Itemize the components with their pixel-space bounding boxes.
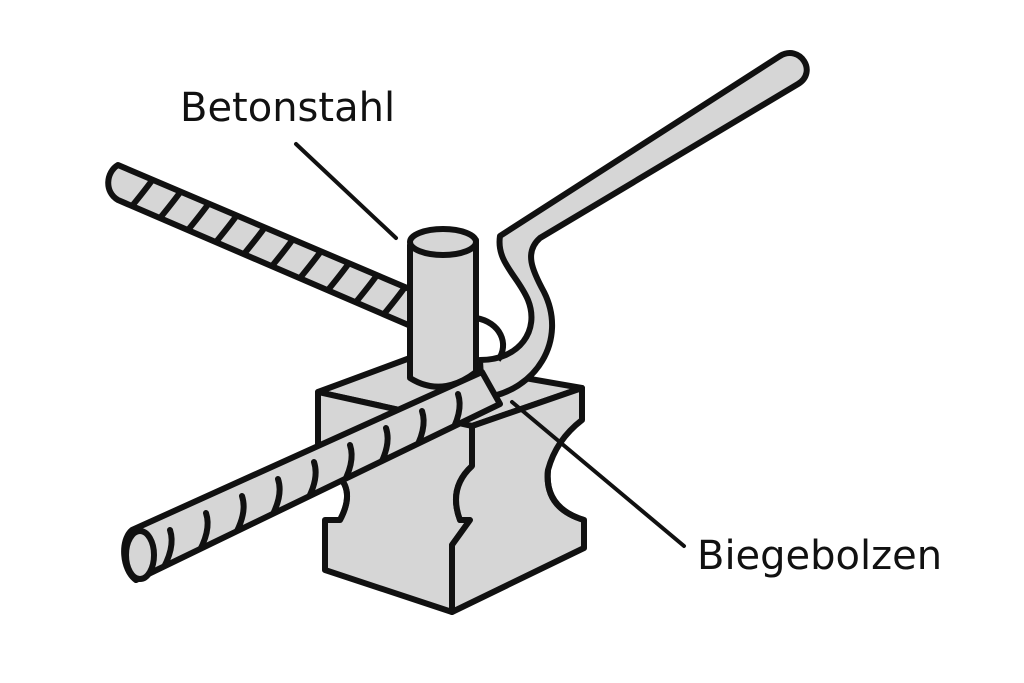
rebar-bent-segment [475, 50, 810, 401]
leader-line-rebar [294, 142, 398, 240]
leader-line-bending-pin [510, 400, 686, 548]
label-rebar: Betonstahl [180, 85, 396, 131]
rebar-back-segment [105, 162, 429, 333]
label-bending-pin: Biegebolzen [697, 533, 943, 579]
bending-pin [407, 226, 479, 390]
